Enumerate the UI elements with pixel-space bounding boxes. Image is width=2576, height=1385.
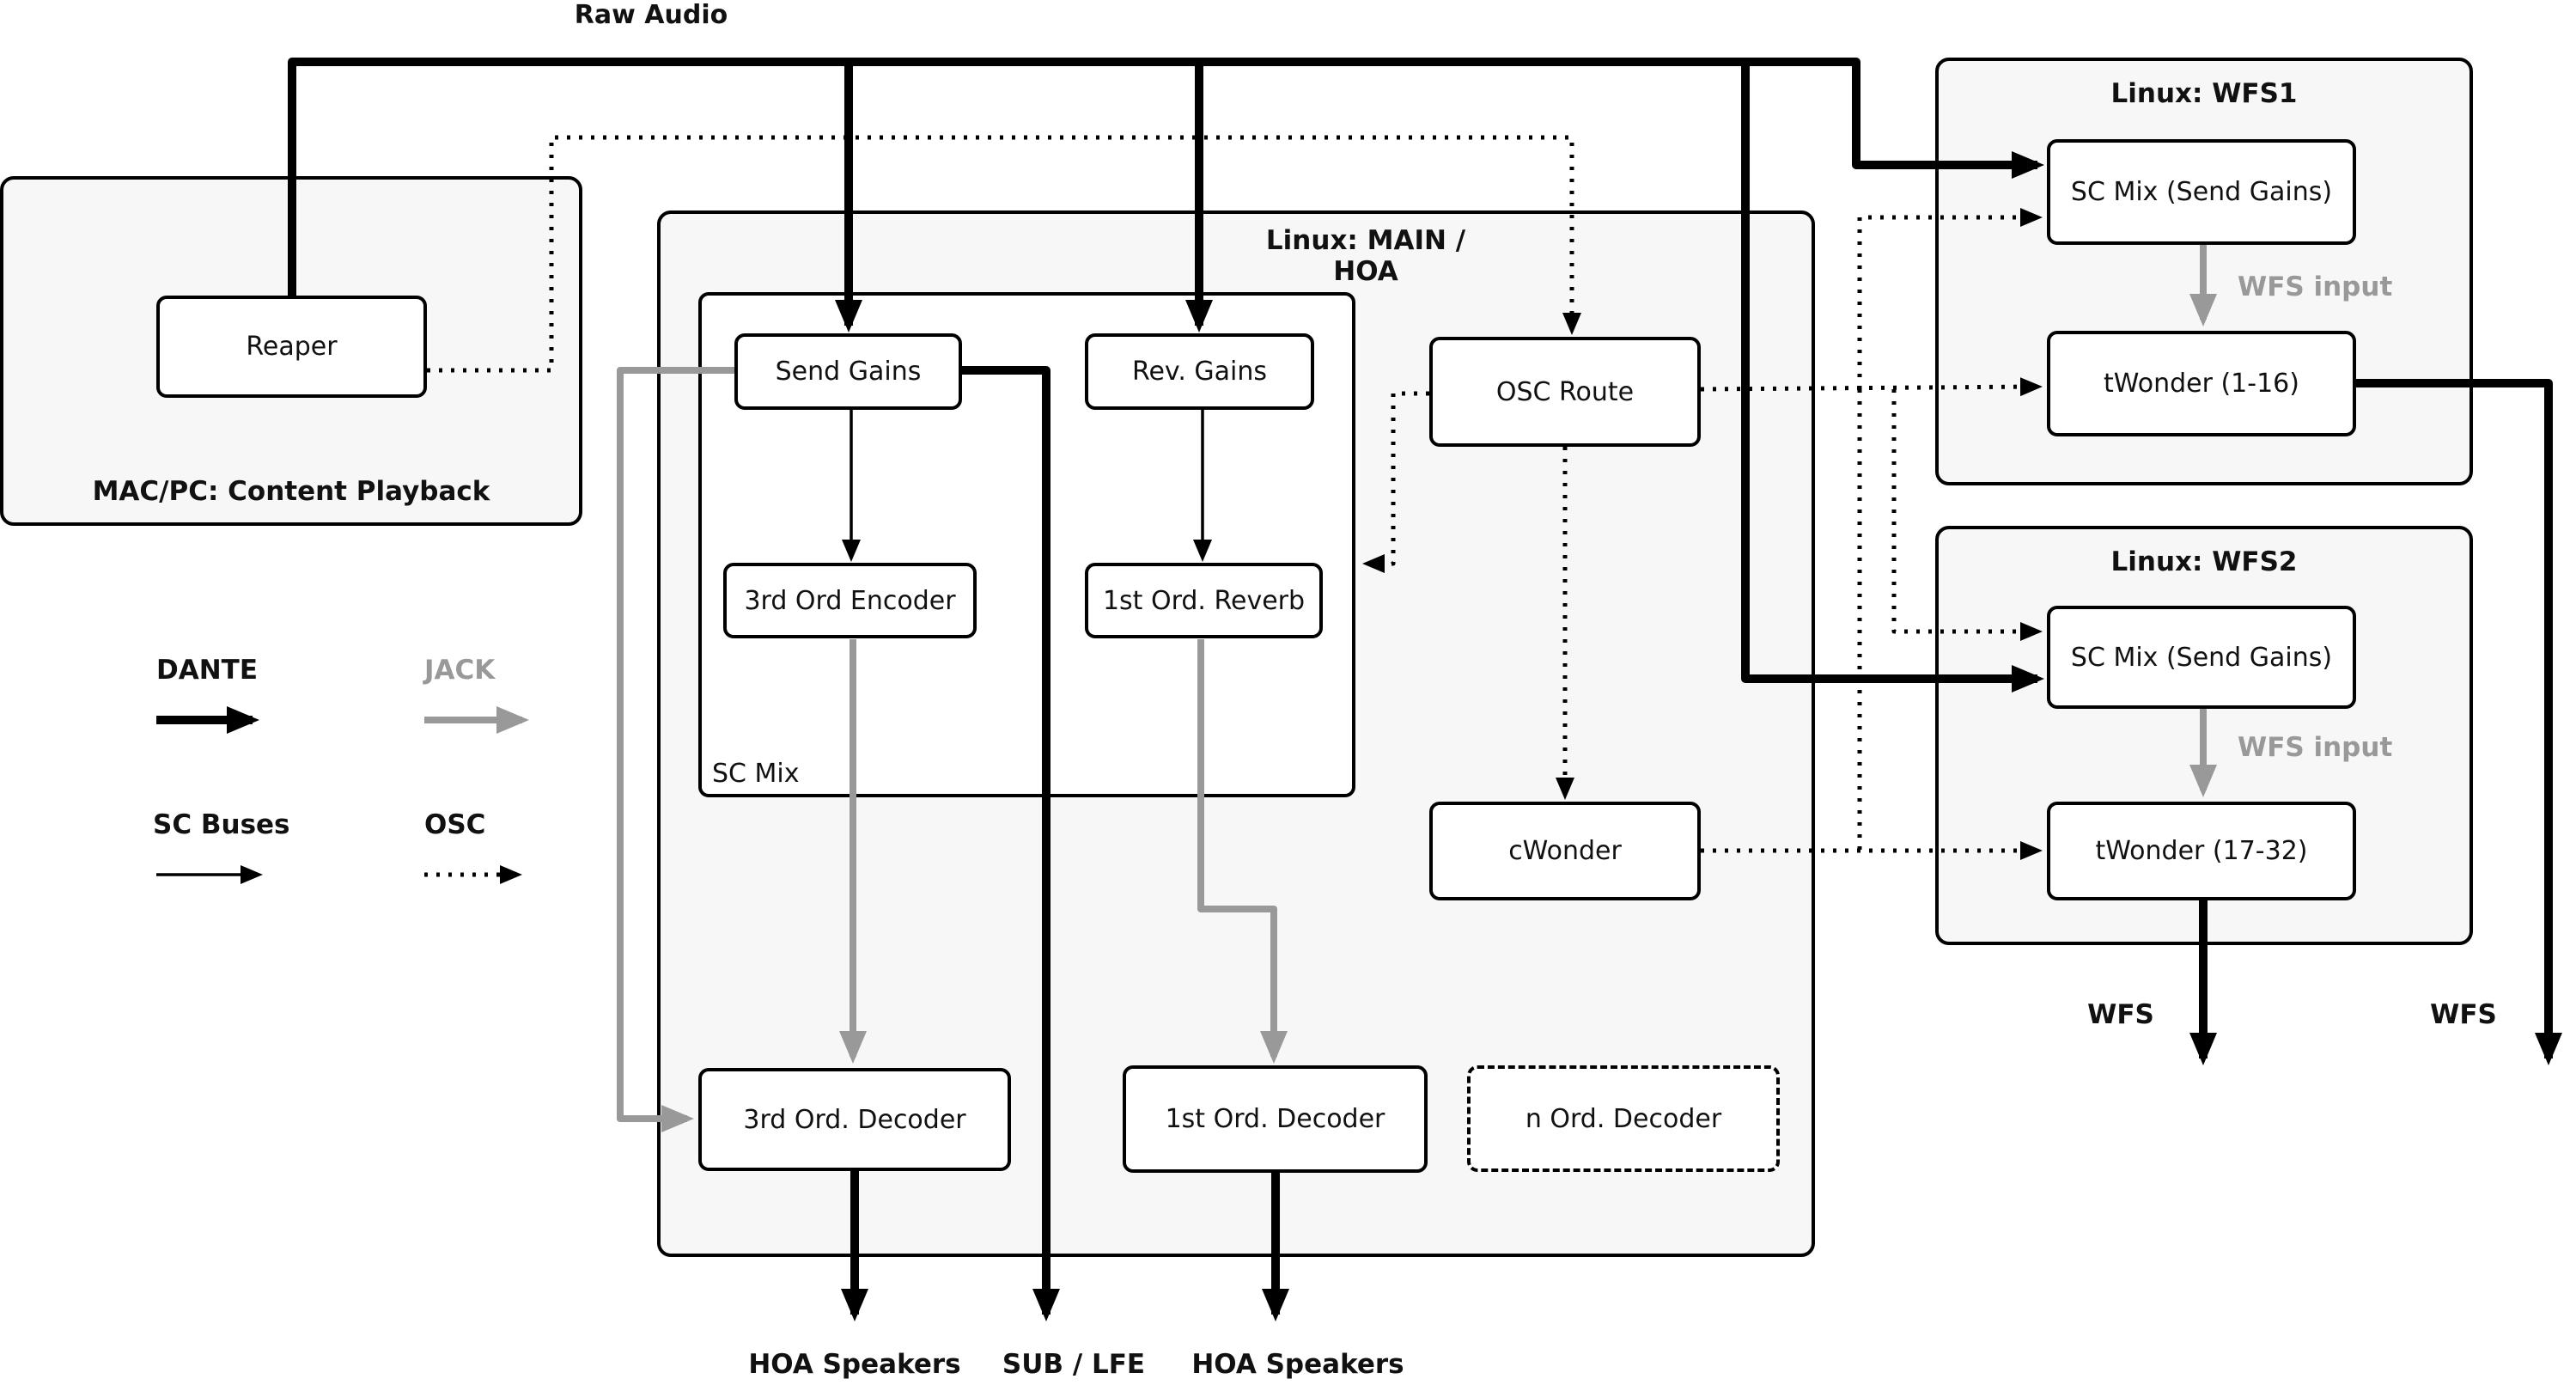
machine-title-main-hoa: Linux: MAIN / HOA <box>1265 225 1466 287</box>
legend-osc-label: OSC <box>424 809 486 840</box>
machine-title-mac: MAC/PC: Content Playback <box>92 476 490 507</box>
node-wfs2-twonder: tWonder (17-32) <box>2047 802 2356 900</box>
wfs2-wfs-input-label: WFS input <box>2238 732 2393 763</box>
node-wfs1-twonder: tWonder (1-16) <box>2047 331 2356 436</box>
legend-dante-label: DANTE <box>156 655 258 686</box>
legend-sc-buses-label: SC Buses <box>153 809 290 840</box>
osc-route-to-sc-mix <box>1362 391 1429 573</box>
output-sub-lfe: SUB / LFE <box>1002 1349 1146 1380</box>
node-send-gains: Send Gains <box>734 333 962 410</box>
dante-wfs1-out <box>2356 379 2562 1065</box>
node-osc-route: OSC Route <box>1429 337 1701 447</box>
jack-reverb-to-1st-decoder <box>1197 639 1288 1064</box>
jack-sendgains-to-3rd-decoder <box>617 367 737 1132</box>
node-reaper: Reaper <box>156 296 427 398</box>
node-3rd-ord-encoder: 3rd Ord Encoder <box>723 563 977 638</box>
node-wfs1-sc-mix: SC Mix (Send Gains) <box>2047 139 2356 245</box>
node-1st-ord-reverb: 1st Ord. Reverb <box>1085 563 1323 638</box>
node-cwonder: cWonder <box>1429 802 1701 900</box>
output-hoa-speakers-right: HOA Speakers <box>1191 1349 1404 1380</box>
dante-raw-audio-trunk <box>288 58 2044 309</box>
legend-jack-label: JACK <box>424 655 496 686</box>
node-1st-ord-decoder: 1st Ord. Decoder <box>1123 1065 1428 1173</box>
raw-audio-label: Raw Audio <box>574 0 728 30</box>
dante-to-wfs2-scmix <box>1741 62 2044 692</box>
node-rev-gains: Rev. Gains <box>1085 333 1314 410</box>
output-wfs-left: WFS <box>2087 999 2154 1030</box>
osc-branch-to-wfs2-scmix <box>1891 389 2043 641</box>
dante-sub-lfe-out <box>962 366 1060 1321</box>
output-hoa-speakers-left: HOA Speakers <box>748 1349 961 1380</box>
node-wfs2-sc-mix: SC Mix (Send Gains) <box>2047 606 2356 709</box>
osc-route-to-wfs1-twonder <box>1700 377 2043 397</box>
machine-title-wfs2: Linux: WFS2 <box>2110 546 2298 577</box>
osc-reaper-to-osc-route <box>427 135 1581 373</box>
node-3rd-ord-decoder: 3rd Ord. Decoder <box>698 1068 1011 1171</box>
output-wfs-right: WFS <box>2430 999 2497 1030</box>
node-n-ord-decoder: n Ord. Decoder <box>1467 1065 1780 1172</box>
osc-branch-to-wfs1-scmix <box>1857 208 2043 389</box>
sc-mix-group-label: SC Mix <box>712 759 800 789</box>
wfs1-wfs-input-label: WFS input <box>2238 272 2393 302</box>
machine-title-wfs1: Linux: WFS1 <box>2110 78 2298 109</box>
